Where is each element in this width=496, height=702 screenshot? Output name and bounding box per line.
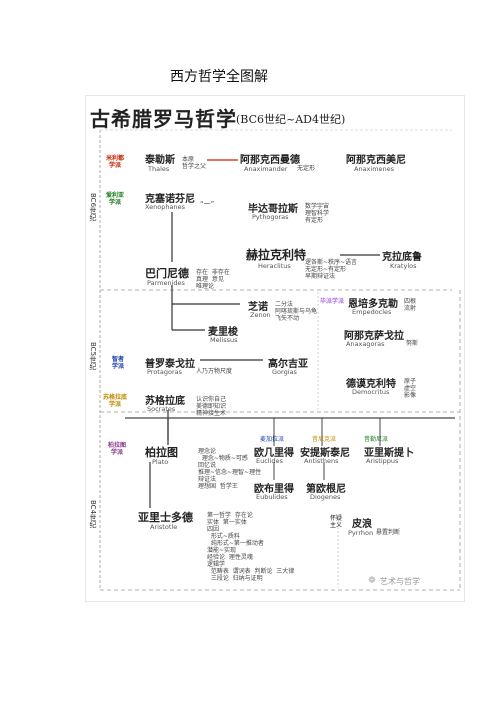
philosopher-euclides: 欧几里得	[254, 448, 294, 459]
school-label: 智者 学派	[112, 356, 125, 370]
philosopher-zeno: 芝诺	[248, 302, 268, 313]
philosopher-note: 人乃万物尺度	[196, 368, 233, 375]
philosopher-en: Diogenes	[310, 493, 341, 501]
philosopher-note: 第一哲学 存在论 实体 第一实体 四因 形式~质料 纯形式~第一推动者 潜能~实…	[207, 512, 295, 582]
era-label: BC6世纪	[89, 193, 97, 222]
philosopher-note: 悬置判断	[376, 529, 401, 536]
philosopher-en: Euclides	[256, 457, 283, 465]
philosopher-protagoras: 普罗泰戈拉	[145, 359, 195, 370]
philosopher-note: 四根 流射	[404, 298, 417, 312]
philosopher-en: Democritus	[352, 388, 390, 396]
philosopher-anaxagoras: 阿那克萨戈拉	[344, 331, 404, 342]
diagram-panel	[85, 95, 465, 602]
philosopher-socrates: 苏格拉底	[145, 396, 185, 407]
philosopher-plato: 柏拉图	[145, 446, 178, 459]
philosopher-note: 原子 虚空 影像	[404, 378, 417, 399]
philosopher-en: Xenophanes	[145, 203, 185, 211]
school-tag: 毕派学派	[320, 298, 345, 305]
diagram-title: 古希腊罗马哲学	[90, 107, 237, 131]
school-tag: 昔勒尼派	[364, 436, 389, 443]
philosopher-note: 存在 非存在 真理 意见 唯理论	[196, 269, 230, 290]
watermark: 艺术与哲学	[380, 577, 420, 586]
wechat-icon: ❁	[368, 576, 376, 586]
philosopher-diogenes: 第欧根尼	[306, 484, 346, 495]
philosopher-en: Empedocles	[352, 308, 392, 316]
philosopher-en: Gorgias	[272, 368, 297, 376]
philosopher-en: Anaxagoras	[346, 340, 385, 348]
school-tag: 怀疑 主义	[330, 515, 343, 529]
philosopher-kratylos: 克拉底鲁	[382, 252, 422, 263]
philosopher-en: Parmenides	[147, 279, 185, 287]
philosopher-en: Zenon	[250, 311, 271, 319]
philosopher-melissus: 麦里梭	[208, 327, 238, 338]
school-label: 苏格拉底 学派	[103, 394, 128, 408]
philosopher-en: Anaximenes	[354, 165, 395, 173]
philosopher-eubulides: 欧布里得	[254, 484, 294, 495]
philosopher-aristotle: 亚里士多德	[138, 511, 193, 524]
philosopher-heraclitus: 赫拉克利特	[246, 248, 307, 262]
philosopher-en: Thales	[148, 165, 170, 173]
philosopher-anaximenes: 阿那克西美尼	[346, 155, 406, 166]
philosopher-en: Pyrrhon	[348, 529, 374, 537]
philosopher-thales: 泰勒斯	[145, 155, 175, 166]
philosopher-parmenides: 巴门尼德	[145, 267, 189, 280]
philosopher-note: “一”	[200, 200, 215, 208]
philosopher-anaximander: 阿那克西曼德	[240, 155, 300, 166]
philosopher-en: Eubulides	[256, 493, 288, 501]
school-label: 爱利亚 学派	[106, 192, 125, 206]
page-title: 西方哲学全图解	[170, 69, 268, 85]
philosopher-democritus: 德谟克利特	[346, 379, 396, 390]
diagram-subtitle: (BC6世纪~AD4世纪)	[236, 113, 346, 126]
era-label: BC5世纪	[89, 342, 97, 371]
philosopher-note: 认识你自己 美德即知识 精神接生术	[196, 396, 227, 417]
philosopher-en: Melissus	[210, 336, 238, 344]
philosopher-en: Aristippus	[366, 457, 399, 465]
philosopher-gorgias: 高尔吉亚	[268, 359, 308, 370]
philosopher-en: Antisthens	[304, 457, 339, 465]
philosopher-antisthenes: 安提斯泰尼	[300, 448, 350, 459]
philosopher-note: 无定形	[297, 165, 316, 172]
philosopher-note: 努斯	[406, 340, 419, 347]
philosopher-empedocles: 恩培多克勒	[348, 299, 398, 310]
philosopher-en: Aristotle	[150, 523, 178, 531]
school-tag: 麦加拉派	[260, 436, 285, 443]
philosopher-aristippus: 亚里斯提卜	[364, 448, 414, 459]
philosopher-en: Heraclitus	[258, 262, 291, 270]
school-tag: 昔尼克派	[312, 436, 337, 443]
philosopher-en: Plato	[152, 458, 169, 466]
philosopher-pythagoras: 毕达哥拉斯	[248, 204, 298, 215]
philosopher-en: Protagoras	[147, 368, 182, 376]
philosopher-note: 本原 哲学之父	[182, 156, 207, 170]
school-label: 米利都 学派	[106, 155, 125, 169]
philosopher-note: 逻各斯~秩序~语言 无定形~有定形 早期辩证法	[305, 259, 358, 280]
school-label: 柏拉图 学派	[108, 442, 127, 456]
philosopher-en: Pythogoras	[252, 213, 289, 221]
philosopher-en: Anaximander	[244, 165, 288, 173]
philosopher-note: 数学宇宙 理智科学 有定形	[305, 203, 330, 224]
philosopher-en: Kratylos	[390, 262, 417, 270]
philosopher-xenophanes: 克塞诺芬尼	[145, 194, 195, 205]
philosopher-en: Socrates	[147, 405, 176, 413]
philosopher-note: 二分法 阿喀琉斯与乌龟 飞矢不动	[275, 301, 318, 322]
philosopher-note: 理念论 理念~物质~可感 回忆说 推理~信念~理智~理性 辩证法 理想国 哲学王	[198, 448, 262, 490]
philosopher-pyrrhon: 皮浪	[352, 519, 372, 530]
era-label: BC4世纪	[89, 500, 97, 529]
